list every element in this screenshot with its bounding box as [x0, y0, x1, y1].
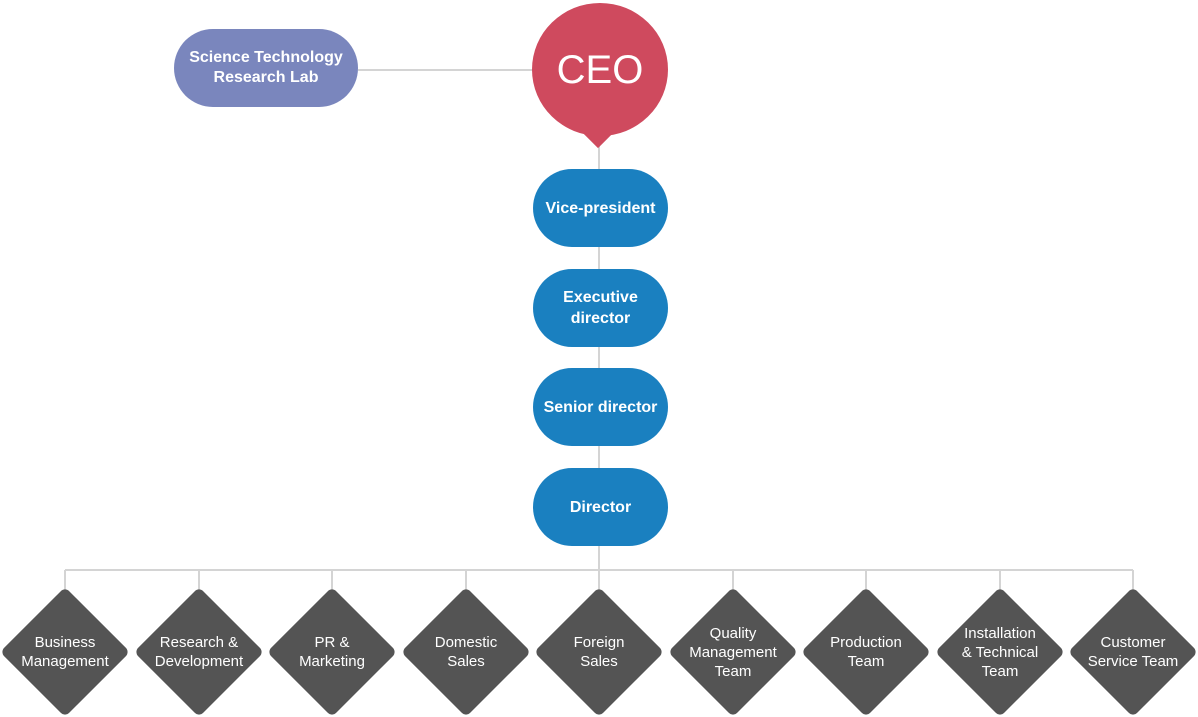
department-label: Installation & Technical Team — [961, 624, 1039, 680]
department-label: Production Team — [830, 634, 902, 670]
dept-research-development: Research & Development — [133, 586, 265, 717]
senior-director-label: Senior director — [543, 398, 658, 416]
department-label: Quality Management Team — [689, 624, 777, 680]
executive-director-node: Executive director — [533, 269, 668, 347]
dept-installation-technical: Installation & Technical Team — [934, 586, 1066, 717]
vice-president-node: Vice-president — [533, 169, 668, 247]
dept-customer-service: Customer Service Team — [1067, 586, 1198, 717]
research-lab-node: Science Technology Research Lab — [174, 29, 358, 107]
dept-pr-marketing: PR & Marketing — [266, 586, 398, 717]
dept-domestic-sales: Domestic Sales — [400, 586, 532, 717]
department-label: Domestic Sales — [434, 634, 498, 670]
ceo-label: CEO — [556, 47, 644, 92]
director-label: Director — [569, 498, 632, 516]
vice-president-label: Vice-president — [545, 199, 656, 217]
department-label: Business Management — [21, 634, 109, 670]
ceo-node: CEO — [532, 3, 668, 136]
dept-production: Production Team — [800, 586, 932, 717]
director-node: Director — [533, 468, 668, 546]
dept-quality-management: Quality Management Team — [667, 586, 799, 717]
department-label: PR & Marketing — [299, 634, 365, 670]
dept-business-management: Business Management — [0, 586, 131, 717]
executive-director-label: Executive director — [563, 289, 638, 327]
dept-foreign-sales: Foreign Sales — [533, 586, 665, 717]
department-label: Foreign Sales — [573, 634, 625, 670]
senior-director-node: Senior director — [533, 368, 668, 446]
department-label: Customer Service Team — [1087, 634, 1179, 670]
department-label: Research & Development — [154, 634, 244, 670]
research-lab-label: Science Technology Research Lab — [189, 49, 343, 86]
